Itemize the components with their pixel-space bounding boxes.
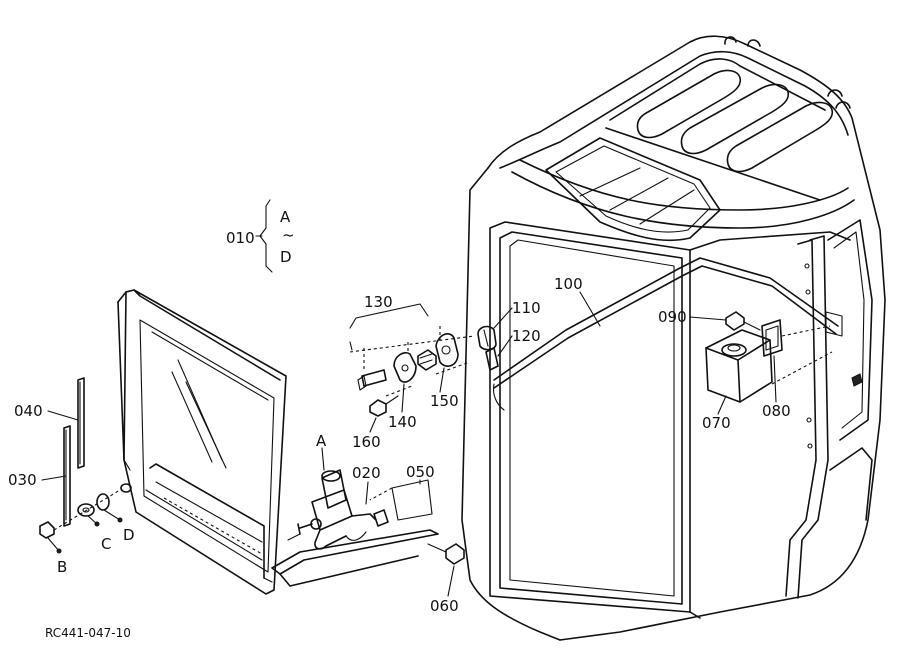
label-150: 150 (430, 392, 459, 410)
label-120: 120 (512, 327, 541, 345)
front-window-glass (117, 289, 287, 595)
nut-b (39, 521, 55, 539)
bracket-080 (761, 311, 843, 385)
label-080: 080 (762, 402, 791, 420)
washer-c (77, 503, 95, 517)
joint-120 (485, 347, 499, 371)
label-160: 160 (352, 433, 381, 451)
label-range-a: A (280, 208, 291, 226)
wiper-motor-020 (287, 469, 389, 550)
label-100: 100 (554, 275, 583, 293)
label-090: 090 (658, 308, 687, 326)
label-range-d: D (280, 248, 292, 266)
washer-d (96, 493, 110, 511)
washer-nozzle-110 (477, 325, 497, 351)
label-ref-b: B (57, 558, 67, 576)
figure-code: RC441-047-10 (45, 626, 131, 640)
bolt-060 (427, 543, 465, 565)
nut-130 (417, 349, 437, 371)
motor-bracket (271, 479, 439, 587)
wiper-blade-040 (77, 377, 85, 469)
pivot-shaft (53, 483, 132, 531)
gasket-150 (435, 333, 459, 367)
label-ref-c: C (101, 535, 111, 553)
label-range-tilde: ~ (282, 226, 295, 244)
label-030: 030 (8, 471, 37, 489)
label-ref-a: A (316, 432, 327, 450)
washer-tank-070 (705, 329, 773, 403)
bolt-090 (725, 311, 761, 331)
label-050: 050 (406, 463, 435, 481)
cab-body (461, 35, 886, 641)
leader-dashes-130 (349, 303, 475, 397)
washer-hose-100 (492, 257, 839, 411)
label-040: 040 (14, 402, 43, 420)
part-labels: 010 A ~ D 040 030 B C D A 020 050 060 13… (8, 208, 791, 640)
label-140: 140 (388, 413, 417, 431)
label-130: 130 (364, 293, 393, 311)
leader-lines (41, 199, 777, 597)
label-010: 010 (226, 229, 255, 247)
bolt-160 (369, 395, 399, 417)
wiper-arm-030 (63, 425, 71, 527)
label-020: 020 (352, 464, 381, 482)
label-ref-d: D (123, 526, 135, 544)
label-070: 070 (702, 414, 731, 432)
label-110: 110 (512, 299, 541, 317)
plate-140 (357, 351, 417, 391)
label-060: 060 (430, 597, 459, 615)
